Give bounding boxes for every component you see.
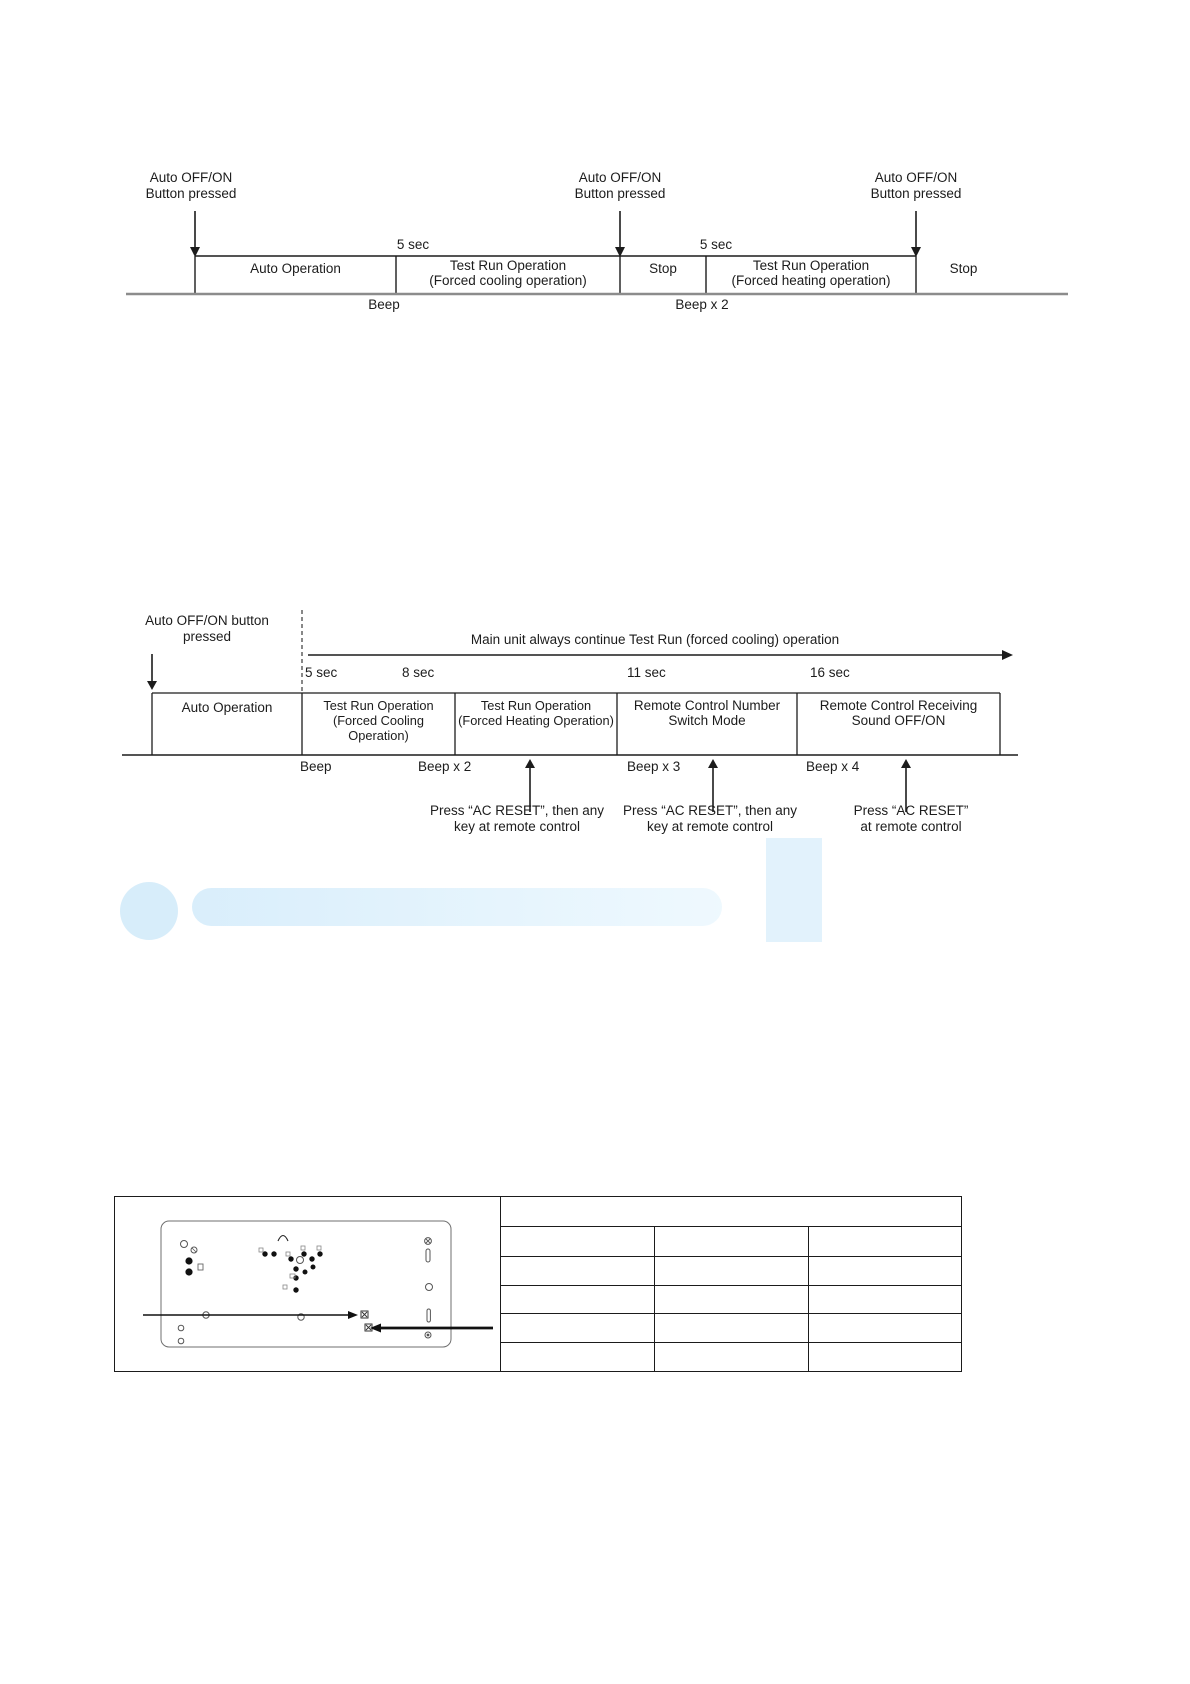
watermark-circle [120, 882, 178, 940]
segment-label: Test Run Operation (Forced Cooling Opera… [302, 698, 455, 743]
pointer-left-arrow-icon [364, 1323, 493, 1333]
label-line: Auto OFF/ON [874, 170, 958, 185]
table-cell [654, 1255, 808, 1285]
table-cell [501, 1227, 654, 1256]
beep-label: Beep [368, 297, 400, 312]
duration-label: 8 sec [402, 665, 435, 680]
label-line: Sound OFF/ON [851, 713, 946, 728]
segment-label: Auto Operation [152, 700, 302, 716]
table-cell [501, 1313, 655, 1342]
table-cell [501, 1342, 655, 1371]
button-pressed-label-3: Auto OFF/ON Button pressed [841, 170, 991, 202]
beep-label: Beep x 2 [675, 297, 729, 312]
beep-label: Beep [300, 759, 332, 774]
indicator-table [501, 1197, 961, 1371]
label-line: (Forced Heating Operation) [458, 713, 614, 728]
label-line: Press “AC RESET”, then any [622, 803, 798, 818]
segment-label: Test Run Operation (Forced heating opera… [706, 258, 916, 288]
beep-label: Beep x 4 [806, 759, 860, 774]
label-line: Stop [949, 261, 978, 276]
pcb-illustration-cell [115, 1197, 501, 1371]
beep-label: Beep x 2 [418, 759, 472, 774]
diagram1-down-arrow-icons [190, 211, 921, 257]
label-line: at remote control [860, 819, 962, 834]
label-line: pressed [182, 629, 232, 644]
segment-label: Remote Control Number Switch Mode [617, 698, 797, 728]
label-line: Press “AC RESET”, then any [429, 803, 605, 818]
segment-label: Test Run Operation (Forced Heating Opera… [455, 698, 617, 728]
duration-label: 5 sec [305, 665, 338, 680]
label-line: Button pressed [574, 186, 666, 201]
label-line: Test Run Operation [449, 258, 567, 273]
label-line: Auto OFF/ON [578, 170, 662, 185]
label-line: Test Run Operation [480, 698, 592, 713]
button-pressed-label: Auto OFF/ON button pressed [122, 613, 292, 645]
segment-label: Remote Control Receiving Sound OFF/ON [797, 698, 1000, 728]
label-line: Switch Mode [668, 713, 746, 728]
continuous-operation-label: Main unit always continue Test Run (forc… [470, 632, 840, 647]
label-line: Button pressed [870, 186, 962, 201]
watermark-band [192, 888, 722, 926]
table-cell [654, 1342, 808, 1371]
diagram2-down-arrow-icon [147, 654, 157, 690]
table-cell [807, 1227, 961, 1256]
label-line: (Forced cooling operation) [429, 273, 587, 288]
label-line: Button pressed [145, 186, 237, 201]
duration-label: 16 sec [810, 665, 850, 680]
segment-label: Test Run Operation (Forced cooling opera… [396, 258, 620, 288]
label-line: Remote Control Number [633, 698, 781, 713]
table-cell [807, 1255, 961, 1285]
watermark-bar [766, 838, 822, 942]
table-cell [654, 1227, 807, 1256]
indoor-unit-pcb-drawing-icon [143, 1220, 493, 1348]
diagram2-timeline-boxes [151, 692, 1001, 755]
segment-label: Stop [620, 261, 706, 277]
label-line: Auto OFF/ON [149, 170, 233, 185]
table-cell [501, 1255, 655, 1285]
diagram2-right-arrow-icon [308, 650, 1013, 660]
label-line: Stop [649, 261, 677, 276]
diagram1-timeline-boxes [194, 255, 917, 294]
reset-note: Press “AC RESET”, then any key at remote… [397, 803, 637, 835]
label-line: Auto Operation [181, 700, 273, 715]
table-cell [501, 1284, 655, 1314]
label-line: Remote Control Receiving [819, 698, 978, 713]
table-cell [654, 1284, 808, 1314]
pcb-indicator-table [114, 1196, 962, 1372]
duration-label: 11 sec [627, 665, 666, 680]
pointer-right-arrow-icon [143, 1310, 369, 1319]
flame-mark-icon [277, 1234, 289, 1242]
label-line: Test Run Operation [323, 698, 434, 713]
table-cell [807, 1342, 961, 1371]
label-line: Press “AC RESET” [853, 803, 969, 818]
segment-label: Auto Operation [195, 261, 396, 277]
table-header-cell [501, 1197, 961, 1227]
reset-note: Press “AC RESET” at remote control [791, 803, 1031, 835]
label-line: Auto Operation [250, 261, 341, 276]
label-line: Auto OFF/ON button [145, 613, 269, 628]
label-line: (Forced heating operation) [731, 273, 891, 288]
table-cell [807, 1313, 961, 1343]
reset-note: Press “AC RESET”, then any key at remote… [590, 803, 830, 835]
duration-label: 5 sec [396, 237, 430, 252]
segment-label: Stop [916, 261, 1011, 277]
label-line: (Forced Cooling Operation) [332, 713, 425, 743]
button-pressed-label-1: Auto OFF/ON Button pressed [116, 170, 266, 202]
duration-label: 5 sec [699, 237, 733, 252]
label-line: key at remote control [646, 819, 774, 834]
diagram2-up-arrow-icons [525, 759, 911, 812]
label-line: Test Run Operation [752, 258, 870, 273]
table-cell [807, 1284, 961, 1314]
beep-label: Beep x 3 [627, 759, 681, 774]
table-cell [654, 1313, 808, 1343]
label-line: key at remote control [453, 819, 581, 834]
button-pressed-label-2: Auto OFF/ON Button pressed [545, 170, 695, 202]
table-body [501, 1227, 961, 1371]
